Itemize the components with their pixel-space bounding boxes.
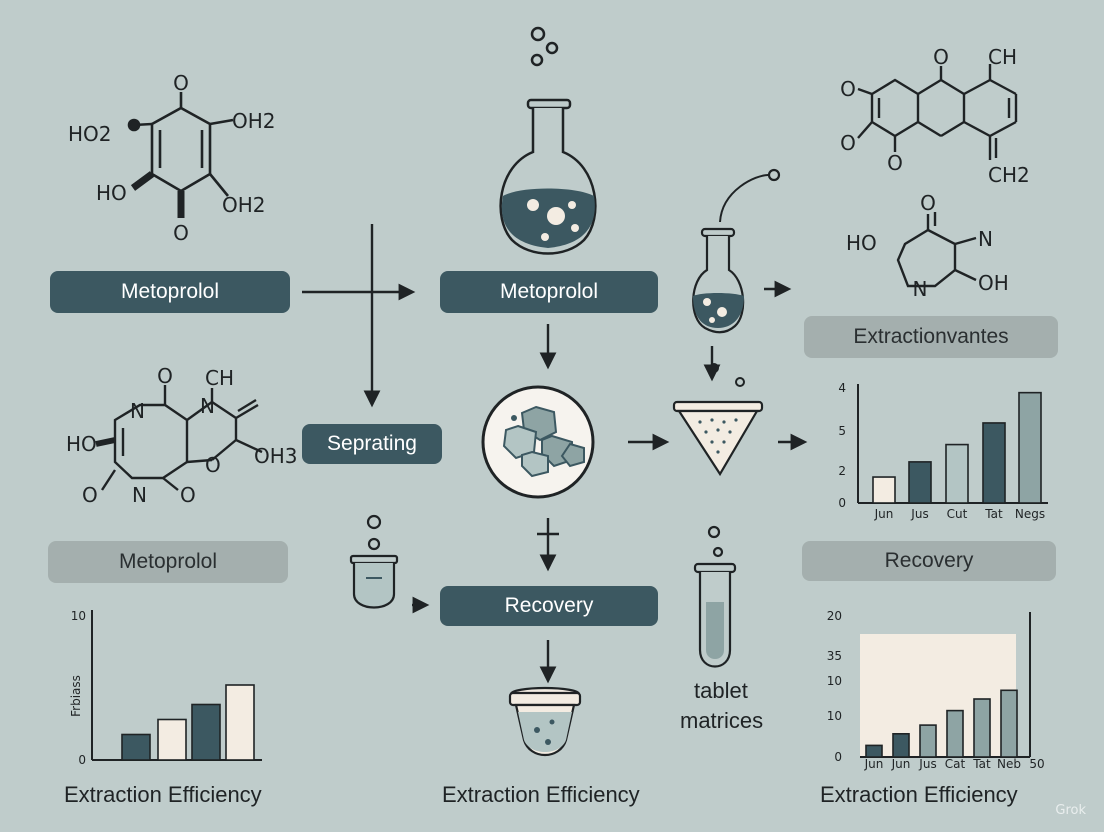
chart-y-axis-label: Frbiass	[69, 675, 83, 717]
atom-ch2: CH2	[988, 163, 1030, 187]
atom-oh2-low: OH2	[222, 193, 266, 217]
chart-bar	[865, 744, 883, 758]
chart-y-tick-label: 10	[827, 674, 842, 688]
label-seprating: Seprating	[302, 424, 442, 464]
chart-category-label: Jun	[874, 507, 894, 521]
flow-arrows	[302, 224, 808, 684]
petri-dish	[481, 385, 595, 499]
atom-o-top: O	[920, 191, 936, 215]
label-recovery-right: Recovery	[802, 541, 1056, 581]
chart-category-label: Cut	[947, 507, 968, 521]
test-tube	[693, 525, 737, 668]
atom-oh: OH	[978, 271, 1009, 295]
atom-o-3: O	[887, 151, 903, 175]
molecule-mid-left	[95, 385, 263, 491]
atom-ch: CH	[988, 45, 1017, 69]
chart-category-label: Jus	[918, 757, 936, 771]
chart-category-label: Tat	[972, 757, 991, 771]
chart-category-label: 50	[1029, 757, 1044, 771]
atom-n-left: N	[130, 399, 145, 423]
atom-n-bottom: N	[913, 277, 928, 301]
atom-n-mid: N	[200, 394, 215, 418]
chart-bar	[908, 461, 932, 504]
molecule-top-right	[857, 64, 1018, 160]
chart-y-tick-label: 10	[71, 609, 86, 623]
collecting-bowl	[508, 686, 582, 756]
chart-left: 10 0 Frbiass	[69, 609, 262, 767]
atom-o-1: O	[840, 77, 856, 101]
filter-funnel	[672, 363, 764, 477]
atom-ho: HO	[96, 181, 127, 205]
atom-oh2-right: OH2	[232, 109, 276, 133]
chart-bar	[946, 709, 964, 758]
chart-y-tick-label: 0	[834, 750, 842, 764]
chart-bar	[121, 733, 151, 761]
atom-oh3: OH3	[254, 444, 298, 468]
chart-category-label: Jun	[891, 757, 911, 771]
chart-bar	[945, 443, 969, 504]
chart-bar	[982, 422, 1006, 504]
caption-extraction-efficiency-right: Extraction Efficiency	[820, 782, 1018, 807]
label-extractionvantes: Extractionvantes	[804, 316, 1058, 358]
chart-y-tick-label: 35	[827, 649, 842, 663]
label-matrices: matrices	[680, 708, 764, 733]
chart-category-label: Cat	[945, 757, 966, 771]
chart-y-tick-label: 0	[838, 496, 846, 510]
atom-o-top: O	[173, 71, 189, 95]
chart-bar	[157, 718, 187, 761]
atom-o-top: O	[157, 364, 173, 388]
chart-bar	[919, 724, 937, 758]
atom-o-2: O	[840, 131, 856, 155]
atom-ho: HO	[846, 231, 877, 255]
chart-bar	[872, 476, 896, 504]
chart-bar	[225, 684, 255, 761]
atom-n-right: N	[978, 227, 993, 251]
molecule-mid-right	[896, 212, 977, 288]
chart-y-tick-label: 20	[827, 609, 842, 623]
label-tablet: tablet	[694, 678, 748, 703]
chart-category-label: Jun	[864, 757, 884, 771]
chart-y-tick-label: 4	[838, 381, 846, 395]
atom-ch: CH	[205, 366, 234, 390]
label-metoprolol-lower: Metoprolol	[48, 541, 288, 583]
label-metoprolol-center: Metoprolol	[440, 271, 658, 313]
atom-ho: HO	[66, 432, 97, 456]
chart-plot-background	[860, 634, 1016, 757]
round-flask	[499, 26, 597, 255]
chart-y-tick-label: 10	[827, 709, 842, 723]
atom-n-bottom: N	[132, 483, 147, 507]
small-beaker	[349, 514, 399, 609]
label-metoprolol-left: Metoprolol	[50, 271, 290, 313]
chart-category-label: Neb	[997, 757, 1021, 771]
chart-y-tick-label: 5	[838, 424, 846, 438]
atom-o-mid: O	[205, 453, 221, 477]
chart-category-label: Negs	[1015, 507, 1045, 521]
chart-y-tick-label: 0	[78, 753, 86, 767]
atom-o-left: O	[82, 483, 98, 507]
atom-ho2: HO2	[68, 122, 112, 146]
molecule-top-left	[127, 92, 234, 218]
chart-bar	[1000, 689, 1018, 758]
watermark: Grok	[1055, 803, 1086, 818]
chart-bar	[892, 732, 910, 758]
chart-y-tick-label: 2	[838, 464, 846, 478]
chart-bar	[1018, 391, 1042, 504]
chart-category-label: Tat	[984, 507, 1003, 521]
atom-o-right: O	[180, 483, 196, 507]
atom-o-bottom: O	[173, 221, 189, 245]
atom-o-4: O	[933, 45, 949, 69]
chart-bar	[191, 703, 221, 761]
small-flask	[692, 168, 781, 334]
caption-extraction-efficiency-center: Extraction Efficiency	[442, 782, 640, 807]
chart-bar	[973, 698, 991, 758]
chart-category-label: Jus	[910, 507, 928, 521]
label-recovery-center: Recovery	[440, 586, 658, 626]
caption-extraction-efficiency-left: Extraction Efficiency	[64, 782, 262, 807]
